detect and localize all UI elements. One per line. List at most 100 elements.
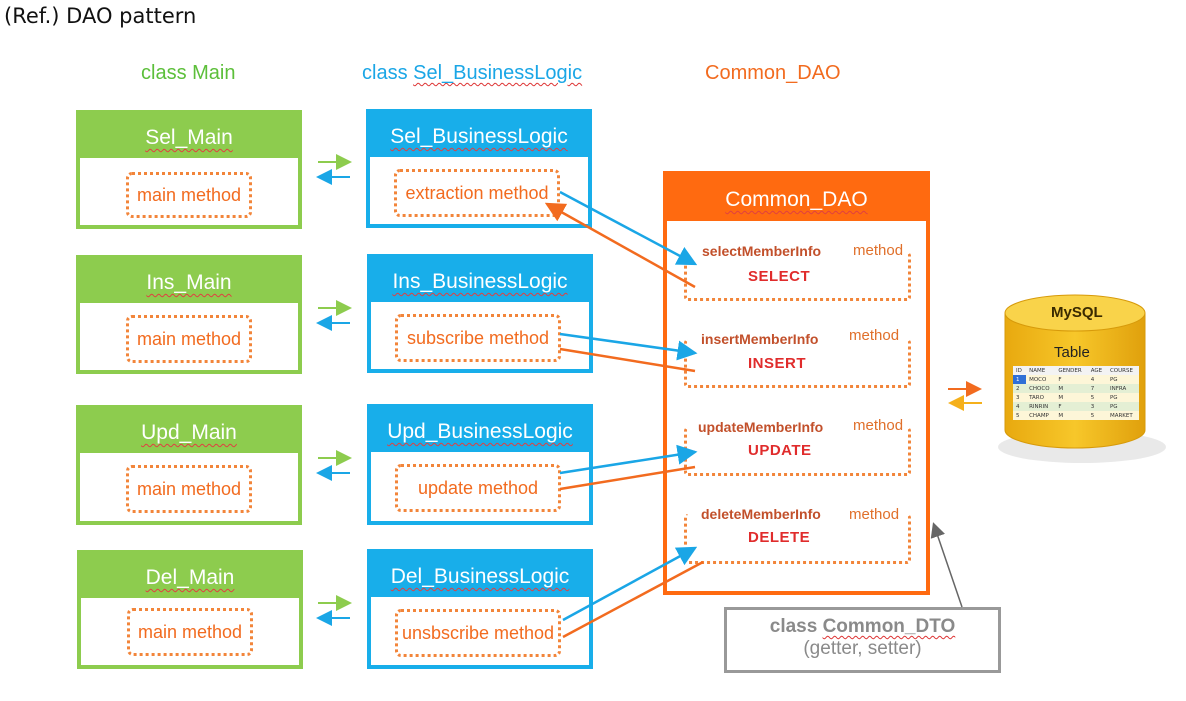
table-cell: 7 (1090, 385, 1095, 392)
dao-method-kind: method (853, 417, 904, 434)
common-dto-box[interactable]: class Common_DTO (getter, setter) (724, 607, 1001, 673)
dao-sql-statement: INSERT (748, 355, 807, 372)
common-dao-header: Common_DAO (667, 175, 926, 221)
column-title-prefix: class (362, 62, 414, 84)
dao-sql-statement: SELECT (748, 268, 811, 285)
table-cell: 1 (1013, 375, 1027, 384)
dao-method-name: updateMemberInfo (698, 419, 824, 435)
business-logic-method[interactable]: update method (395, 464, 561, 512)
table-header-cell: NAME (1029, 367, 1046, 374)
main-class-box[interactable]: Del_Main main method (77, 550, 303, 669)
business-logic-header: Ins_BusinessLogic (371, 258, 589, 302)
table-cell: M (1058, 394, 1064, 401)
dao-method-frame[interactable] (684, 252, 911, 301)
call-arrow (559, 332, 698, 361)
main-class-box[interactable]: Sel_Main main method (76, 110, 302, 229)
business-logic-header: Sel_BusinessLogic (370, 113, 588, 157)
call-arrow (562, 546, 698, 622)
dao-sql-statement: DELETE (748, 529, 811, 546)
call-arrow (559, 444, 698, 475)
return-line (562, 560, 704, 639)
business-logic-name: Del_BusinessLogic (390, 565, 570, 588)
table-cell: 5 (1090, 394, 1095, 401)
table-row: 1 MOCO F 4 PG (1013, 375, 1139, 384)
main-class-box[interactable]: Ins_Main main method (76, 255, 302, 374)
column-title-name: Sel_BusinessLogic (413, 62, 583, 84)
table-header-cell: ID (1016, 367, 1022, 374)
table-cell: CHOCO (1029, 385, 1050, 392)
main-class-name: Sel_Main (145, 126, 233, 149)
column-title-dao: Common_DAO (705, 62, 841, 84)
common-dao-box[interactable]: Common_DAO (663, 171, 930, 595)
table-label: Table (1054, 344, 1090, 361)
table-cell: F (1058, 403, 1062, 410)
business-logic-header: Del_BusinessLogic (371, 553, 589, 597)
main-class-header: Upd_Main (80, 409, 298, 453)
main-method[interactable]: main method (126, 315, 252, 363)
table-row: 4 RINRIN F 3 PG (1013, 402, 1139, 411)
database-name: MySQL (1051, 304, 1103, 321)
table-cell: 4 (1016, 403, 1020, 410)
main-class-box[interactable]: Upd_Main main method (76, 405, 302, 525)
return-arrow (544, 202, 696, 289)
dto-subtitle: (getter, setter) (803, 638, 922, 659)
table-header-cell: COURSE (1109, 367, 1133, 374)
dao-method-kind: method (849, 506, 900, 523)
dao-method-name: selectMemberInfo (702, 243, 822, 259)
main-method[interactable]: main method (126, 172, 252, 218)
dao-method-name: insertMemberInfo (701, 331, 819, 347)
table-header-cell: GENDER (1058, 367, 1082, 374)
business-logic-box[interactable]: Upd_BusinessLogic update method (367, 404, 593, 525)
dao-method-kind: method (849, 327, 900, 344)
table-cell: PG (1109, 376, 1118, 383)
main-to-logic-arrows (316, 154, 352, 626)
table-cell: M (1058, 385, 1064, 392)
return-line (559, 347, 696, 373)
column-title-business-logic: class Sel_BusinessLogic (362, 62, 582, 85)
dao-method-kind: method (853, 242, 904, 259)
main-class-header: Del_Main (81, 554, 299, 598)
dao-method-frame[interactable] (684, 514, 911, 564)
business-logic-box[interactable]: Del_BusinessLogic unsbscribe method (367, 549, 593, 669)
table-cell: M (1058, 412, 1064, 419)
table-cell: 3 (1016, 394, 1020, 401)
table-cell: RINRIN (1029, 403, 1049, 410)
common-dao-title: Common_DAO (725, 188, 868, 211)
dao-sql-statement: UPDATE (748, 442, 812, 459)
call-arrow (559, 190, 698, 266)
dto-to-dao-arrow (930, 522, 963, 608)
table-cell: 2 (1016, 385, 1020, 392)
table-cell: MOCO (1029, 376, 1047, 383)
business-logic-name: Upd_BusinessLogic (387, 420, 573, 443)
logic-to-dao-connectors (544, 190, 704, 639)
dao-method-frame[interactable] (684, 339, 911, 388)
table-header-cell: AGE (1090, 367, 1103, 374)
table-cell: 3 (1090, 403, 1095, 410)
dto-name: Common_DTO (822, 616, 956, 637)
table-cell: 5 (1090, 412, 1095, 419)
business-logic-name: Ins_BusinessLogic (392, 270, 568, 293)
table-cell: PG (1109, 403, 1118, 410)
business-logic-box[interactable]: Ins_BusinessLogic subscribe method (367, 254, 593, 373)
table-cell: CHAMP (1029, 412, 1049, 419)
table-cell: PG (1109, 394, 1118, 401)
main-method[interactable]: main method (126, 465, 252, 513)
main-method[interactable]: main method (127, 608, 253, 656)
table-row: 3 TARO M 5 PG (1013, 393, 1139, 402)
main-class-header: Sel_Main (80, 114, 298, 158)
table-header-row: ID NAME GENDER AGE COURSE (1013, 366, 1139, 375)
main-class-name: Ins_Main (146, 271, 232, 294)
page-title: (Ref.) DAO pattern (4, 4, 197, 28)
table-cell: TARO (1029, 394, 1044, 401)
business-logic-name: Sel_BusinessLogic (390, 125, 568, 148)
table-cell: F (1058, 376, 1062, 383)
business-logic-method[interactable]: subscribe method (395, 314, 561, 362)
table-cell: 5 (1016, 412, 1020, 419)
return-line (559, 465, 696, 491)
business-logic-method[interactable]: unsbscribe method (395, 609, 561, 657)
dao-method-name: deleteMemberInfo (701, 506, 821, 522)
dto-prefix: class (769, 616, 823, 637)
business-logic-method[interactable]: extraction method (394, 169, 560, 217)
table-row: 2 CHOCO M 7 INFRA (1013, 384, 1139, 393)
